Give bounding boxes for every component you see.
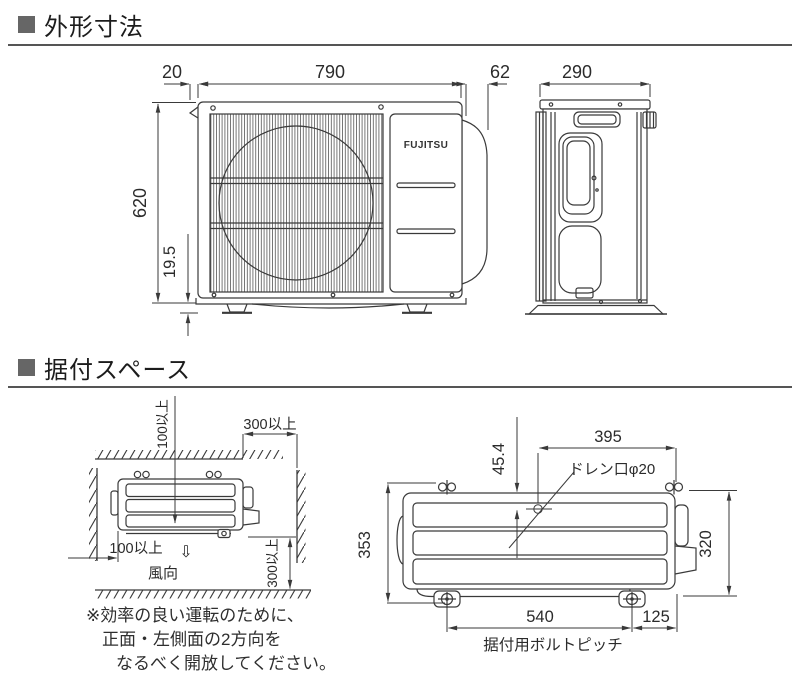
anchor-bolt-top-right (664, 480, 684, 495)
foot (226, 303, 248, 313)
note-line: ※効率の良い運転のために、 (86, 606, 304, 625)
wind-direction-arrow-icon: ⇩ (179, 544, 192, 561)
dim-top-left-offset: 20 (162, 62, 182, 82)
dim-unit-depth: 290 (562, 62, 592, 82)
clearance-top-right: 300以上 (243, 416, 296, 433)
dim-drain-offset-x: 395 (594, 428, 622, 446)
drain-port-label: ドレン口φ20 (569, 461, 655, 478)
unit-plan-right (396, 471, 697, 608)
anchor-bolt-bottom-right (618, 590, 646, 608)
fan-grille (209, 113, 384, 293)
side-view-drawing (525, 99, 667, 315)
unit-plan-left (110, 470, 260, 539)
anchor-bolt-bottom-left (433, 590, 461, 608)
valve-cover (461, 119, 488, 285)
dim-body-depth: 320 (697, 530, 715, 558)
dim-drain-offset-y: 45.4 (490, 443, 508, 475)
plan-dimension-lines (385, 417, 737, 632)
fan-circle (218, 125, 374, 281)
dim-unit-width: 790 (315, 62, 345, 82)
clearance-labels: 100以上 300以上 100以上 ⇩ 風向 300以上 (109, 399, 296, 588)
wind-direction-label: 風向 (148, 565, 178, 582)
fujitsu-logo: FUJITSU (404, 140, 448, 151)
pipe-cover (558, 225, 602, 294)
dim-bolt-edge-offset: 125 (642, 608, 670, 626)
installation-space-drawing: 100以上 300以上 100以上 ⇩ 風向 300以上 (68, 396, 737, 654)
section1-divider (8, 44, 792, 46)
section-marker-square (18, 359, 35, 376)
section-marker-square (18, 16, 35, 33)
dim-side-gap: 62 (490, 62, 510, 82)
top-handle (573, 111, 621, 128)
dim-bolt-pitch: 540 (526, 608, 554, 626)
note-line: 正面・左側面の2方向を (102, 630, 282, 649)
walls (89, 450, 311, 599)
section2-title: 据付スペース (44, 357, 192, 384)
front-view-drawing (188, 101, 488, 314)
anchor-bolt-top-left (437, 480, 457, 495)
note-line: なるべく開放してください。 (116, 654, 336, 673)
clearance-left: 100以上 (109, 540, 162, 557)
side-panel (389, 113, 463, 293)
dim-unit-height: 620 (130, 188, 150, 218)
clearance-top: 100以上 (155, 399, 170, 449)
clearance-dimension-lines (68, 396, 298, 590)
section2-divider (8, 386, 792, 388)
section1-title: 外形寸法 (44, 14, 144, 41)
dim-overall-depth: 353 (356, 531, 374, 559)
dimension-lines (152, 81, 651, 336)
dim-foot-height: 19.5 (161, 246, 179, 278)
section1-header: 外形寸法 (18, 7, 144, 42)
bolt-pitch-label: 据付用ボルトピッチ (483, 636, 623, 654)
installation-note: ※効率の良い運転のために、 正面・左側面の2方向を なるべく開放してください。 (86, 604, 336, 676)
foot (406, 303, 428, 313)
clearance-bottom-right: 300以上 (265, 538, 280, 588)
base-plate (527, 304, 665, 315)
external-dimensions-drawing: FUJITSU (130, 62, 667, 336)
side-handle-recess (558, 132, 603, 223)
drain-port (508, 471, 575, 549)
dimension-labels: 20 790 62 290 620 19.5 (130, 62, 592, 278)
section2-header: 据付スペース (18, 350, 191, 385)
plan-dimension-labels: 45.4 395 ドレン口φ20 353 320 540 125 据付用ボルトピ… (356, 428, 715, 654)
